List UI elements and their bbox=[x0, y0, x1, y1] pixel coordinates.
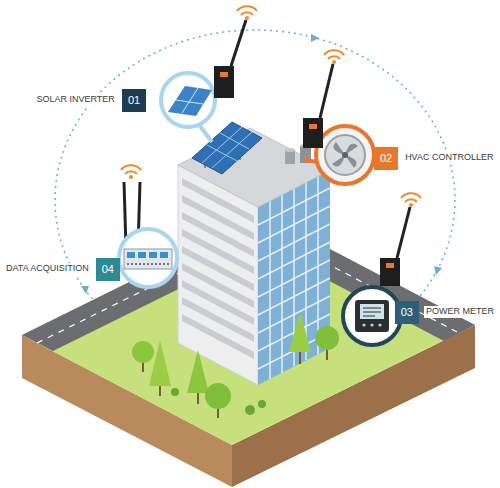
solar-inverter-lens-part bbox=[176, 88, 203, 113]
office-tower-part-part bbox=[258, 278, 330, 315]
wireless-gateway-part bbox=[303, 118, 323, 148]
power-meter-lens bbox=[343, 287, 401, 345]
office-tower-part bbox=[285, 148, 295, 152]
callout: DATA ACQUISITION 04 bbox=[4, 258, 120, 281]
wireless-gateway-part bbox=[309, 124, 317, 129]
solar-inverter-lens-part bbox=[168, 86, 212, 116]
power-meter-lens-part bbox=[378, 323, 381, 326]
trees-part bbox=[299, 350, 301, 364]
power-meter-lens-part bbox=[343, 287, 401, 345]
wireless-gateway-part bbox=[380, 258, 400, 286]
office-tower-part-part bbox=[258, 206, 330, 243]
data-acquisition-lens-part bbox=[121, 165, 141, 174]
data-acquisition-lens-part bbox=[124, 249, 172, 269]
hvac-lens-part bbox=[342, 152, 348, 158]
callout-number: 01 bbox=[122, 89, 146, 112]
office-tower-part bbox=[258, 176, 330, 379]
trees-part bbox=[171, 388, 179, 396]
office-tower-part-part bbox=[212, 132, 252, 168]
power-meter-lens-part bbox=[360, 304, 384, 319]
wireless-gateway-part bbox=[324, 50, 344, 59]
power-meter-lens-part bbox=[370, 323, 373, 326]
trees-part bbox=[197, 392, 199, 404]
data-acquisition-lens-part bbox=[127, 252, 135, 258]
data-acquisition-lens-part bbox=[138, 252, 146, 258]
data-acquisition-lens-part bbox=[160, 252, 168, 258]
callout-number: 02 bbox=[374, 147, 398, 170]
callout: 02 HVAC CONTROLLER bbox=[374, 147, 496, 170]
power-meter-lens-part-part bbox=[363, 312, 381, 313]
solar-inverter-lens bbox=[161, 73, 215, 142]
wireless-gateway bbox=[214, 6, 257, 98]
hvac-lens-part bbox=[316, 126, 374, 184]
data-acquisition-lens-part bbox=[149, 252, 157, 258]
trees-part bbox=[258, 400, 266, 408]
callout: SOLAR INVERTER 01 bbox=[35, 89, 147, 112]
power-meter-lens-part bbox=[355, 300, 389, 332]
trees-part bbox=[159, 385, 161, 396]
wireless-gateway-part bbox=[220, 72, 228, 77]
callout-label: POWER METER bbox=[424, 306, 496, 318]
trees-part bbox=[205, 383, 231, 409]
data-acquisition-lens-part bbox=[119, 229, 177, 287]
solar-inverter-lens-part bbox=[161, 73, 215, 127]
power-meter-lens-part bbox=[362, 323, 365, 326]
office-tower-part bbox=[192, 122, 262, 174]
callout-label: DATA ACQUISITION bbox=[4, 263, 91, 275]
office-tower-part bbox=[258, 170, 330, 385]
office-tower-part-part bbox=[207, 145, 237, 161]
callout-label: SOLAR INVERTER bbox=[35, 94, 117, 106]
callout-number: 03 bbox=[395, 301, 419, 324]
wireless-gateway-part bbox=[397, 207, 410, 258]
callout-number: 04 bbox=[96, 258, 120, 281]
power-meter-lens-part bbox=[363, 308, 381, 316]
data-acquisition-lens bbox=[119, 165, 177, 287]
office-tower-part-part bbox=[202, 127, 242, 163]
callout: 03 POWER METER bbox=[395, 301, 496, 324]
office-tower-part-part bbox=[258, 260, 330, 297]
wireless-gateway-part bbox=[320, 64, 333, 118]
network-ring-part bbox=[81, 286, 89, 294]
office-tower-part bbox=[182, 314, 254, 359]
wireless-gateway-part bbox=[231, 20, 246, 66]
office-tower-part-part bbox=[317, 176, 319, 354]
trees-part bbox=[315, 326, 339, 350]
network-ring-part bbox=[434, 266, 442, 275]
network-ring-part bbox=[311, 34, 319, 42]
wireless-gateway-part bbox=[401, 193, 421, 202]
solar-inverter-lens-part bbox=[200, 126, 212, 142]
hvac-lens-part bbox=[325, 135, 365, 175]
wireless-gateway-part bbox=[409, 203, 413, 207]
office-tower-part bbox=[285, 150, 295, 164]
data-acquisition-lens-part bbox=[129, 175, 133, 179]
office-tower-part-part bbox=[258, 296, 330, 333]
trees-part bbox=[245, 405, 255, 415]
trees-part bbox=[132, 341, 154, 363]
office-tower-part-part bbox=[258, 242, 330, 279]
power-meter-lens-part-part bbox=[363, 316, 375, 317]
office-tower-part-part bbox=[220, 133, 249, 149]
data-acquisition-lens-part bbox=[127, 263, 169, 265]
power-meter-lens-part-part bbox=[363, 308, 381, 309]
office-tower-part-part bbox=[258, 224, 330, 261]
wireless-gateway bbox=[380, 193, 421, 286]
callout-label: HVAC CONTROLLER bbox=[403, 152, 495, 164]
trees bbox=[132, 312, 339, 418]
wireless-gateway-part bbox=[386, 263, 394, 268]
wireless-gateway-part bbox=[332, 60, 336, 64]
wireless-gateway-part bbox=[214, 66, 234, 98]
solar-inverter-lens-part-part bbox=[182, 88, 198, 113]
office-tower-part bbox=[202, 127, 252, 168]
wireless-gateway-part bbox=[245, 16, 249, 20]
office-tower bbox=[178, 122, 330, 385]
hvac-lens-part bbox=[332, 142, 358, 168]
trees-part bbox=[289, 312, 311, 352]
trees-part bbox=[187, 350, 209, 393]
wireless-gateway bbox=[303, 50, 344, 148]
wireless-gateway-part bbox=[237, 6, 257, 15]
